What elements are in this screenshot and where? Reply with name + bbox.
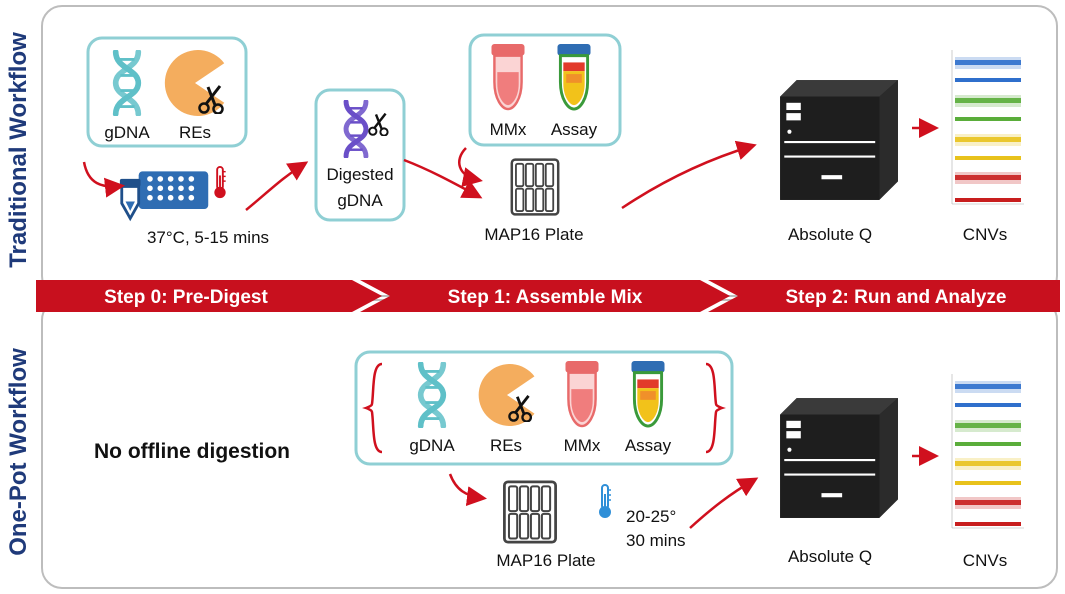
cnv-plot-icon [948,372,1028,532]
step0-chevron [36,280,382,312]
mmx-label: MMx [490,120,527,139]
gdna-label: gDNA [104,123,150,142]
digested-label-line1: Digested [326,165,393,184]
arrow [245,161,309,211]
temp-line2: 30 mins [626,531,686,550]
res-label: REs [490,436,522,455]
digested-label-line2: gDNA [337,191,383,210]
digest-condition: 37°C, 5-15 mins [147,228,269,247]
temp-line1: 20-25° [626,507,676,526]
assay-label: Assay [625,436,672,455]
plate-icon [512,160,558,215]
cnv-label: CNVs [963,551,1007,570]
step0-label: Step 0: Pre-Digest [104,287,268,308]
arrow [403,158,483,199]
step2-chevron [708,280,1060,312]
no-offline-digestion-note: No offline digestion [94,440,290,463]
instrument-icon [779,79,899,201]
tube-icon [490,43,526,111]
plate-label: MAP16 Plate [484,225,583,244]
cnv-plot-icon [948,48,1028,208]
onepot-workflow-label: One-Pot Workflow [5,348,32,556]
assay-label: Assay [551,120,598,139]
digested-gdna-box [314,88,406,222]
right-brace [705,362,726,454]
plate-icon [502,480,558,544]
cnv-label: CNVs [963,225,1007,244]
step2-label: Step 2: Run and Analyze [786,287,1007,308]
step1-label: Step 1: Assemble Mix [448,287,643,308]
arrow [689,477,759,529]
tube-icon [630,360,666,428]
left-brace [362,362,383,454]
arrow [448,473,487,507]
step-band: Step 0: Pre-Digest Step 1: Assemble Mix … [36,280,1060,312]
res-label: REs [179,123,211,142]
step1-chevron [360,280,730,312]
arrow [621,140,757,210]
tube-icon [556,43,592,111]
arrow [458,147,483,187]
instrument-label: Absolute Q [788,225,872,244]
tube-icon [564,360,600,428]
instrument-icon [779,397,899,519]
mmx-label: MMx [564,436,601,455]
arrow [82,161,125,198]
gdna-label: gDNA [409,436,455,455]
plate-label: MAP16 Plate [496,551,595,570]
traditional-workflow-label: Traditional Workflow [5,32,32,268]
instrument-label: Absolute Q [788,547,872,566]
